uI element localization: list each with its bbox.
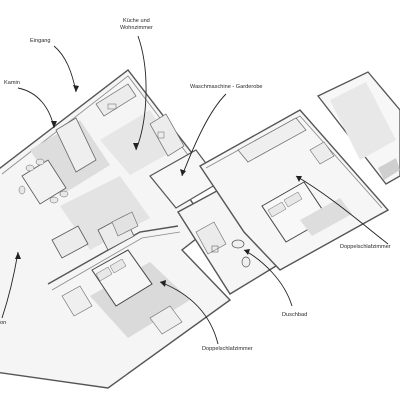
chair-5 [18,185,26,195]
shadow-right-bed [300,198,352,236]
pillow-right-2 [283,191,303,208]
far-right-door [378,158,400,180]
arrow-kueche [133,143,139,150]
leader-eingang [53,45,77,93]
leader-doppel-right [295,175,389,245]
nightstand-right [309,141,335,165]
label-doppelschlafzimmer-right: Doppelschlafzimmer [340,244,391,250]
bed-bottom-room [61,249,183,335]
pillow-2 [109,258,127,274]
sofa-seat [51,225,89,259]
dining-set [18,158,69,205]
leader-waschmaschine [181,93,227,177]
shower [195,221,227,255]
arrowheads [15,85,302,287]
label-kueche-und-wohnzimmer: Küche und Wohnzimmer [120,18,153,32]
chair-3 [49,196,59,204]
washing-machine [211,245,219,253]
leader-kueche [135,35,147,151]
right-block [198,109,390,271]
kitchen-counters [95,83,185,157]
label-waschmaschine-garderobe: Waschmaschine - Garderobe [190,84,263,90]
washbasin [231,239,245,249]
shadow-living [60,176,150,250]
chair-2 [35,158,45,166]
wall-living-bedroom-inner [51,231,181,291]
label-doppelschlafzimmer-bottom: Doppelschlafzimmer [202,346,253,352]
arrow-duschbad [244,249,250,255]
arrow-doppel-bottom [160,280,166,287]
stove [157,131,165,139]
counter-right [149,113,185,157]
kitchen-island [55,117,97,173]
wardrobe-bottom [61,285,93,317]
leader-duschbad [243,249,293,307]
arrow-waschmaschine [180,169,186,176]
wall-living-bedroom [47,225,179,285]
label-kueche-line1: Küche und [123,18,150,24]
pillow-right-1 [267,201,287,218]
arrow-kamin [51,121,57,128]
sofa [51,211,139,259]
label-duschbad: Duschbad [282,312,308,318]
arrow-doppel-right [296,176,302,182]
arrow-eingang [73,85,79,92]
label-eingang: Eingang [30,38,51,44]
chair-4 [59,190,69,198]
toilet [241,256,251,268]
dining-table [21,159,67,205]
label-cut-left: on [0,320,7,326]
armchair [111,211,139,237]
far-right-block [316,71,400,185]
desk-bottom [149,305,183,335]
counter-top [95,83,137,117]
bed-frame-bottom [91,249,153,307]
right-inner-wall [205,115,383,209]
leader-lines [1,35,389,345]
label-kueche-line2: Wohnzimmer [120,25,153,31]
label-kamin: Kamin [4,80,20,86]
wardrobe-right [237,117,307,163]
chair-1 [25,164,35,172]
sink [107,103,117,110]
pillow-1 [95,266,113,282]
leader-kamin [17,87,55,129]
far-right-shadow [330,82,396,160]
leader-doppel-bottom [159,281,219,345]
arrow-cut-left [15,252,21,259]
